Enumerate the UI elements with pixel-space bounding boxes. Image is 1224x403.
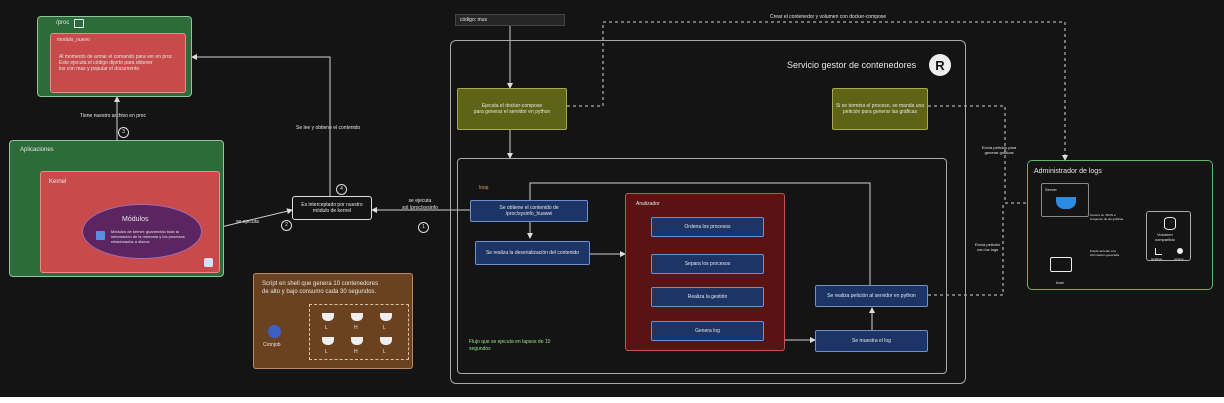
proc-file-label: modulo_nuevo — [57, 37, 90, 43]
modules-ellipse: Módulos Módulos de kernel: guarnecido to… — [82, 204, 202, 259]
analizador-item-text: Ordena los procesos — [684, 223, 731, 230]
servicio-title: Servicio gestor de contenedores — [787, 60, 917, 70]
docker-icon — [380, 313, 392, 321]
logs-panel: Administrador de logs Server Genera un J… — [1027, 160, 1213, 290]
proc-title: /proc — [56, 20, 70, 26]
arrow-termina-to-server — [928, 105, 1046, 206]
container-label-5: H — [354, 349, 358, 355]
label-crear-contenedor: Crear el contenedor y volumen con docker… — [770, 14, 887, 20]
analizador-title: Analizador — [636, 201, 660, 207]
deserializa-text: Se realiza la deserialización del conten… — [485, 250, 580, 256]
deserializa-box: Se realiza la deserialización del conten… — [475, 241, 590, 265]
folder-icon — [74, 19, 84, 28]
script-title: Script en shell que genera 10 contenedor… — [262, 281, 379, 295]
script-panel: Script en shell que genera 10 contenedor… — [253, 273, 413, 369]
cronjob-icon — [268, 325, 281, 338]
arrow-compose-dashed — [567, 21, 1068, 161]
analizador-item-text: Genera log — [695, 327, 720, 334]
container-label-2: H — [354, 325, 358, 331]
analizador-item-4: Genera log — [651, 321, 764, 341]
modules-description: Módulos de kernel: guarnecido toda la in… — [111, 229, 185, 244]
applications-title: Aplicaciones — [20, 147, 54, 153]
muestra-box: Se muestra el log — [815, 330, 928, 352]
number-4: 4 — [336, 184, 347, 195]
analizador-item-text: Realiza la gestión — [687, 293, 728, 300]
host-label: host — [1056, 280, 1064, 285]
docker-icon — [380, 337, 392, 345]
flujo-text: Flujo que se ejecuta en lapsos de 10 seg… — [469, 339, 551, 352]
logs-title: Administrador de logs — [1034, 168, 1102, 175]
container-label-1: L — [325, 325, 328, 331]
server-label: Server — [1045, 187, 1057, 192]
number-1: 1 — [418, 222, 429, 233]
label-tiene-archivo: Tiene nuestro archivo en proc — [80, 113, 146, 119]
analizador-item-3: Realiza la gestión — [651, 287, 764, 307]
analizador-item-text: Separa los procesos — [684, 260, 731, 267]
volume-icon — [1177, 248, 1183, 254]
termina-box: Si se termina el proceso, se manda una p… — [832, 88, 928, 130]
graficas-label: Gráficas — [1151, 257, 1163, 261]
loop-panel: loop Flujo que se ejecuta en lapsos de 1… — [457, 158, 947, 374]
label-se-ejecuta-left: se ejecuta — [236, 219, 259, 225]
proc-panel: /proc modulo_nuevo Al momento de armar e… — [37, 16, 192, 97]
number-3: 3 — [118, 127, 129, 138]
cronjob-label: Cronjob — [263, 342, 281, 348]
kernel-panel: Kernel Módulos Módulos de kernel: guarne… — [40, 171, 220, 273]
docker-whale-icon — [1056, 197, 1076, 209]
peticion-box: Se realiza petición al servidor en pytho… — [815, 285, 928, 307]
arrow-peticion-to-server — [928, 203, 1004, 296]
obtiene-box: Se obtiene el contenido de /proc/sysinfo… — [470, 200, 588, 222]
volume-label: Volumen compartido — [1155, 232, 1175, 242]
container-label-4: L — [325, 349, 328, 355]
obtiene-text: Se obtiene el contenido de /proc/sysinfo… — [499, 205, 559, 217]
kernel-title: Kernel — [49, 179, 67, 185]
label-genera-json: Genera un JSON a imágenes de las gráfica… — [1090, 213, 1124, 221]
loop-line — [529, 182, 871, 285]
docker-icon — [351, 337, 363, 345]
container-label-3: L — [383, 325, 386, 331]
chart-icon — [1155, 248, 1162, 255]
loop-label: loop — [479, 185, 489, 191]
volume-icon-label: volume — [1174, 257, 1184, 261]
docker-icon — [322, 337, 334, 345]
intercept-text: Es interceptado por nuestro módulo de ke… — [301, 202, 363, 214]
label-se-ejecuta-sobre: se ejecuta sol /proc/sysinfo — [402, 198, 438, 211]
laptop-icon — [1050, 257, 1072, 272]
arrow-intercept-to-proc — [191, 54, 331, 196]
volume-box: Volumen compartido Gráficas volume — [1146, 211, 1191, 261]
modules-title: Módulos — [122, 216, 149, 223]
grid-icon — [96, 231, 105, 240]
codigo-text: código: mus — [460, 17, 487, 23]
compose-box: Ejecuta el docker-compose para generar e… — [457, 88, 567, 130]
peticion-text: Se realiza petición al servidor en pytho… — [827, 292, 916, 299]
docker-icon — [322, 313, 334, 321]
container-label-6: L — [383, 349, 386, 355]
database-icon — [1164, 217, 1176, 230]
analizador-panel: Analizador Ordena los procesos Separa lo… — [625, 193, 785, 351]
compose-text: Ejecuta el docker-compose para generar e… — [473, 103, 551, 115]
label-se-lee: Se lee y obtiene el contenido — [296, 125, 361, 131]
label-puede-acceder: Puede acceder a la información generada — [1090, 249, 1120, 257]
label-envia-logs: Envía petición con los logs — [975, 242, 1001, 252]
proc-description: Al momento de armar el comando para ver … — [59, 54, 173, 72]
containers-group: L H L L H L — [309, 304, 409, 360]
rust-logo-icon: R — [929, 54, 951, 76]
analizador-item-1: Ordena los procesos — [651, 217, 764, 237]
termina-text: Si se termina el proceso, se manda una p… — [835, 103, 925, 115]
linux-icon — [204, 258, 213, 267]
intercept-box: Es interceptado por nuestro módulo de ke… — [292, 196, 372, 220]
analizador-item-2: Separa los procesos — [651, 254, 764, 274]
docker-icon — [351, 313, 363, 321]
server-box: Server — [1041, 183, 1089, 217]
applications-panel: Aplicaciones Kernel Módulos Módulos de k… — [9, 140, 224, 277]
proc-file-card: modulo_nuevo Al momento de armar el coma… — [50, 33, 186, 93]
codigo-box: código: mus — [455, 14, 565, 26]
muestra-text: Se muestra el log — [852, 337, 891, 344]
servicio-panel: Servicio gestor de contenedores R — [450, 40, 966, 384]
number-2: 2 — [281, 220, 292, 231]
label-envia-graficas: Envía petición para generar gráficas — [982, 145, 1017, 155]
